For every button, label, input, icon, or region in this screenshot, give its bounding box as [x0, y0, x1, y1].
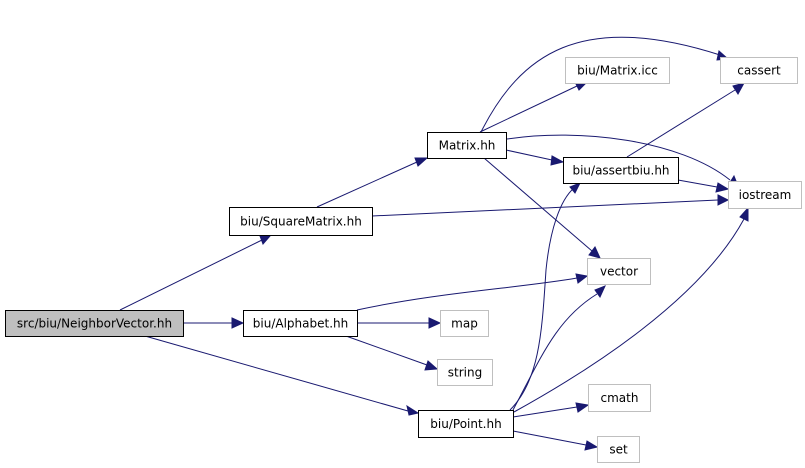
- node-box: [418, 410, 514, 438]
- node-box: [565, 57, 670, 84]
- edge-square-matrix-to-matrix: [316, 157, 429, 208]
- node-string: string: [437, 359, 493, 386]
- edge-line: [513, 218, 745, 413]
- edge-line: [371, 199, 719, 217]
- edge-line: [479, 85, 578, 133]
- edge-line: [512, 293, 598, 411]
- arrowhead: [424, 360, 439, 371]
- edge-matrix-to-assertbiu: [505, 149, 565, 166]
- node-label: biu/Alphabet.hh: [253, 317, 348, 331]
- edge-neighbor-vector-to-alphabet: [183, 317, 245, 329]
- arrowhead: [406, 404, 420, 416]
- node-label: cassert: [737, 64, 781, 78]
- node-box: [437, 359, 493, 386]
- node-label: biu/Point.hh: [430, 417, 501, 431]
- edge-point-to-iostream: [513, 206, 749, 413]
- node-assertbiu[interactable]: biu/assertbiu.hh: [563, 157, 679, 184]
- arrowhead: [575, 273, 589, 284]
- node-vector: vector: [587, 258, 651, 285]
- node-box: [728, 181, 802, 209]
- node-map: map: [440, 310, 489, 337]
- edge-matrix-to-matrix-icc: [479, 81, 588, 133]
- node-label: string: [448, 366, 482, 380]
- node-label: iostream: [739, 188, 792, 202]
- node-label: vector: [600, 265, 638, 279]
- nodes-layer: src/biu/NeighborVector.hh biu/SquareMatri…: [5, 57, 802, 463]
- node-point[interactable]: biu/Point.hh: [418, 410, 514, 438]
- node-iostream: iostream: [728, 181, 802, 209]
- edges-layer: [119, 36, 749, 451]
- node-matrix[interactable]: Matrix.hh: [427, 132, 507, 159]
- node-box: [427, 132, 507, 159]
- node-label: map: [451, 317, 478, 331]
- node-label: biu/assertbiu.hh: [572, 164, 669, 178]
- edge-line: [506, 134, 731, 181]
- node-box: [720, 57, 798, 84]
- node-box: [243, 310, 358, 337]
- edge-line: [356, 277, 578, 311]
- arrowhead: [588, 246, 601, 259]
- edge-line: [626, 89, 736, 158]
- node-box: [5, 310, 184, 337]
- arrowhead: [231, 317, 245, 329]
- node-label: biu/SquareMatrix.hh: [240, 215, 362, 229]
- edge-line: [505, 149, 553, 161]
- node-neighbor-vector: src/biu/NeighborVector.hh: [5, 310, 184, 337]
- edge-line: [512, 406, 578, 418]
- arrowhead: [428, 317, 442, 329]
- node-label: cmath: [601, 391, 639, 405]
- node-label: src/biu/NeighborVector.hh: [17, 317, 172, 331]
- edge-square-matrix-to-iostream: [371, 194, 730, 217]
- edge-line: [119, 239, 263, 311]
- edge-alphabet-to-map: [357, 317, 442, 329]
- node-matrix-icc: biu/Matrix.icc: [565, 57, 670, 84]
- edge-neighbor-vector-to-point: [144, 335, 420, 416]
- node-box: [587, 258, 651, 285]
- node-cmath: cmath: [588, 384, 651, 412]
- node-box: [229, 207, 373, 236]
- edge-alphabet-to-vector: [356, 273, 589, 311]
- edge-line: [480, 36, 721, 133]
- node-label: Matrix.hh: [439, 139, 496, 153]
- edge-neighbor-vector-to-square-matrix: [119, 235, 272, 311]
- node-alphabet[interactable]: biu/Alphabet.hh: [243, 310, 358, 337]
- arrowhead: [569, 182, 582, 194]
- node-set: set: [597, 436, 640, 463]
- arrowhead: [594, 285, 606, 298]
- edge-line: [345, 335, 428, 366]
- node-box: [563, 157, 679, 184]
- edge-assertbiu-to-iostream: [677, 179, 730, 193]
- edge-point-to-assertbiu: [509, 182, 582, 411]
- edge-line: [512, 430, 587, 446]
- edge-point-to-set: [512, 430, 599, 451]
- edge-point-to-cmath: [512, 402, 590, 418]
- arrowhead: [575, 402, 590, 413]
- arrowhead: [414, 157, 429, 167]
- node-label: set: [609, 443, 628, 457]
- edge-line: [509, 187, 575, 411]
- node-label: biu/Matrix.icc: [577, 64, 658, 78]
- node-cassert: cassert: [720, 57, 798, 84]
- node-box: [588, 384, 651, 412]
- edge-line: [316, 161, 418, 208]
- arrowhead: [715, 182, 730, 193]
- edge-alphabet-to-string: [345, 335, 439, 371]
- edge-line: [677, 179, 718, 188]
- edge-matrix-to-vector: [483, 157, 601, 259]
- node-box: [597, 436, 640, 463]
- edge-line: [144, 335, 409, 412]
- arrowhead: [584, 440, 599, 451]
- arrowhead: [739, 206, 749, 222]
- arrowhead: [717, 194, 730, 206]
- edge-point-to-vector: [512, 285, 606, 411]
- arrowhead: [732, 82, 746, 95]
- arrowhead: [259, 235, 272, 245]
- edge-line: [483, 157, 593, 252]
- node-square-matrix[interactable]: biu/SquareMatrix.hh: [229, 207, 373, 236]
- edge-assertbiu-to-cassert: [626, 82, 746, 158]
- arrowhead: [550, 155, 565, 166]
- node-box: [440, 310, 489, 337]
